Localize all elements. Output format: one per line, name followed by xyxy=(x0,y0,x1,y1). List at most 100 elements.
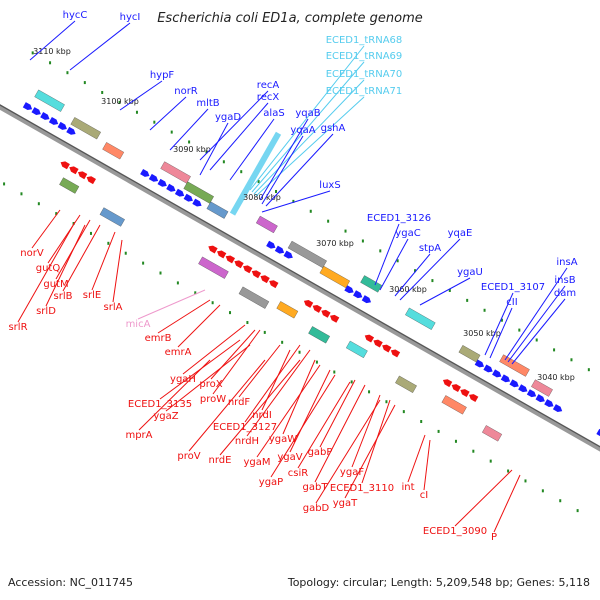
tick-mark xyxy=(472,449,475,453)
label-leader xyxy=(289,369,331,453)
gene-block xyxy=(198,256,229,279)
tick-mark xyxy=(507,469,510,473)
label-leader xyxy=(394,253,431,297)
tick-mark xyxy=(500,318,503,322)
forward-gene xyxy=(361,295,372,304)
tick-mark xyxy=(118,100,121,104)
gene-label: ygaD xyxy=(215,112,241,123)
gene-block xyxy=(360,275,383,293)
gene-block xyxy=(482,425,503,442)
gene-block xyxy=(308,326,330,344)
gene-label: mprA xyxy=(125,430,152,441)
tick-mark xyxy=(20,192,23,196)
forward-gene xyxy=(492,369,502,378)
gene-label: gabT xyxy=(303,482,329,493)
forward-gene xyxy=(157,178,167,187)
gene-label: cII xyxy=(506,297,517,308)
gene-label: srlD xyxy=(36,306,56,317)
reverse-gene xyxy=(225,255,236,264)
tick-mark xyxy=(194,291,197,295)
forward-gene xyxy=(274,245,285,254)
gene-label: gabD xyxy=(303,503,330,514)
gene-label: ygaT xyxy=(333,498,358,509)
tick-mark xyxy=(292,199,295,203)
gene-label: gshA xyxy=(321,123,346,134)
reverse-gene xyxy=(442,379,453,388)
label-leader xyxy=(212,329,261,395)
reverse-gene xyxy=(251,270,262,279)
gene-label: ECED1_tRNA69 xyxy=(326,51,403,62)
label-leader xyxy=(137,289,206,320)
label-leader xyxy=(361,399,391,484)
tick-mark xyxy=(361,239,364,243)
reverse-gene xyxy=(390,349,401,358)
label-leader xyxy=(407,434,426,483)
gene-label: insB xyxy=(554,275,575,286)
tick-mark xyxy=(368,390,371,394)
gene-block xyxy=(102,142,125,160)
gene-label: ygaF xyxy=(340,467,364,478)
gene-label: mltB xyxy=(196,98,219,109)
tick-mark xyxy=(229,311,232,315)
accession-label: Accession: NC_011745 xyxy=(8,576,133,589)
label-leader xyxy=(17,221,76,323)
map-title: Escherichia coli ED1a, complete genome xyxy=(157,11,423,26)
reverse-gene xyxy=(312,304,322,313)
label-leader xyxy=(253,79,365,195)
gene-block xyxy=(206,201,229,219)
genome-summary: Topology: circular; Length: 5,209,548 bp… xyxy=(287,576,590,589)
gene-label: srlE xyxy=(83,290,101,301)
gene-block xyxy=(70,117,101,140)
gene-label: norV xyxy=(20,248,44,259)
label-leader xyxy=(45,224,86,307)
label-leader xyxy=(511,298,566,365)
scale-label: 3110 kbp xyxy=(33,47,71,56)
gene-features xyxy=(22,89,600,442)
label-leader xyxy=(507,285,566,363)
gene-label: dam xyxy=(554,288,576,299)
tick-mark xyxy=(454,439,457,443)
gene-block xyxy=(183,181,214,204)
tick-mark xyxy=(188,140,191,144)
forward-gene xyxy=(31,107,41,115)
forward-gene xyxy=(148,173,159,182)
tick-mark xyxy=(135,110,138,114)
label-leader xyxy=(314,384,366,483)
label-leader xyxy=(165,344,251,412)
gene-label: nrdF xyxy=(228,397,251,408)
label-leader xyxy=(261,135,304,205)
tick-mark xyxy=(49,61,52,65)
forward-gene xyxy=(166,183,176,192)
reverse-gene xyxy=(469,394,479,402)
reverse-gene xyxy=(77,171,88,180)
label-leader xyxy=(177,304,221,348)
gene-label: yqaE xyxy=(448,228,473,239)
label-leader xyxy=(489,307,513,359)
tick-mark xyxy=(66,71,69,75)
tick-mark xyxy=(489,459,492,463)
label-leader xyxy=(270,374,336,478)
label-leader xyxy=(282,359,316,435)
tick-mark xyxy=(298,350,301,354)
forward-gene xyxy=(140,168,150,177)
tick-mark xyxy=(344,229,347,233)
label-leader xyxy=(209,102,269,171)
forward-gene xyxy=(183,193,193,202)
gene-block xyxy=(319,265,351,289)
forward-gene xyxy=(526,389,537,398)
forward-gene xyxy=(283,250,293,259)
gene-label: ygaC xyxy=(395,228,420,239)
tick-mark xyxy=(402,410,405,414)
gene-label: proX xyxy=(199,379,222,390)
gene-label: nrdE xyxy=(209,455,232,466)
label-leader xyxy=(261,190,331,213)
label-leader xyxy=(259,118,309,201)
label-leader xyxy=(256,364,321,458)
reverse-gene xyxy=(69,166,79,175)
forward-gene xyxy=(48,116,59,125)
label-leader xyxy=(255,96,365,197)
gene-label: ygaM xyxy=(243,457,270,468)
scale-label: 3070 kbp xyxy=(316,239,354,248)
gene-label: insA xyxy=(556,257,577,268)
reverse-gene xyxy=(269,280,279,289)
